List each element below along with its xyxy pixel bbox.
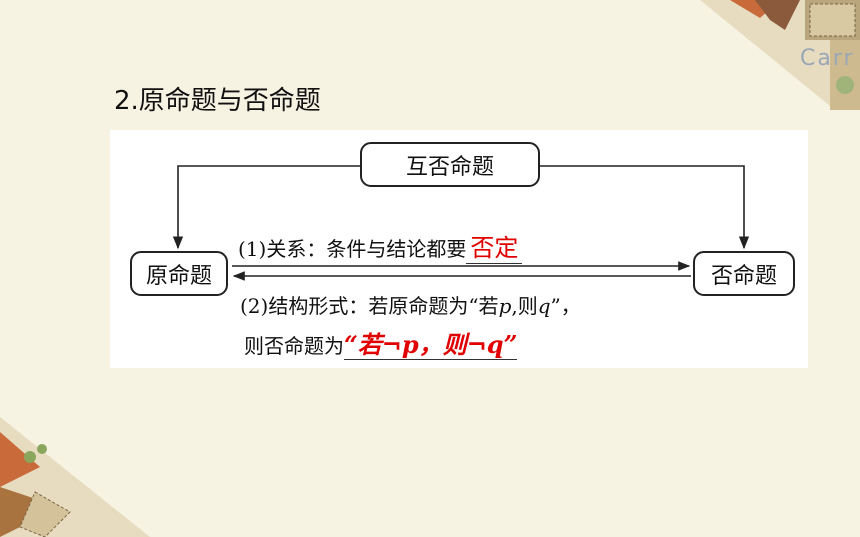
mutual-negation-box: 互否命题 <box>360 142 540 187</box>
structure-q: q <box>537 294 551 318</box>
relation-label: (1)关系：条件与结论都要 <box>238 237 467 261</box>
relation-answer: 否定 <box>466 234 523 264</box>
negation-form-line: 则否命题为“若¬p，则¬q” <box>244 330 518 360</box>
negative-proposition-box: 否命题 <box>693 251 795 296</box>
relation-line: (1)关系：条件与结论都要否定 <box>238 233 523 264</box>
structure-line: (2)结构形式：若原命题为“若p,则q”， <box>240 290 581 319</box>
section-heading: 2.原命题与否命题 <box>114 86 321 116</box>
structure-label-c: ”， <box>550 294 581 318</box>
structure-label-a: (2)结构形式：若原命题为“若 <box>240 294 499 318</box>
negation-form-label: 则否命题为 <box>244 334 344 358</box>
decorative-patchwork-top-right <box>700 0 860 110</box>
diagram-connectors <box>172 165 750 281</box>
connector-top-to-right <box>540 165 750 250</box>
structure-p: p <box>498 294 512 318</box>
connector-top-to-left <box>172 165 360 250</box>
original-proposition-box: 原命题 <box>130 251 228 296</box>
proposition-diagram: 互否命题 原命题 否命题 (1)关系：条件与结论都要否定 (2)结构形式：若原命… <box>110 130 808 368</box>
decorative-word: Carr <box>800 46 855 71</box>
decorative-patchwork-bottom-left <box>0 417 150 537</box>
negation-form-answer: “若¬p，则¬q” <box>344 330 518 360</box>
structure-label-b: ,则 <box>511 294 538 318</box>
